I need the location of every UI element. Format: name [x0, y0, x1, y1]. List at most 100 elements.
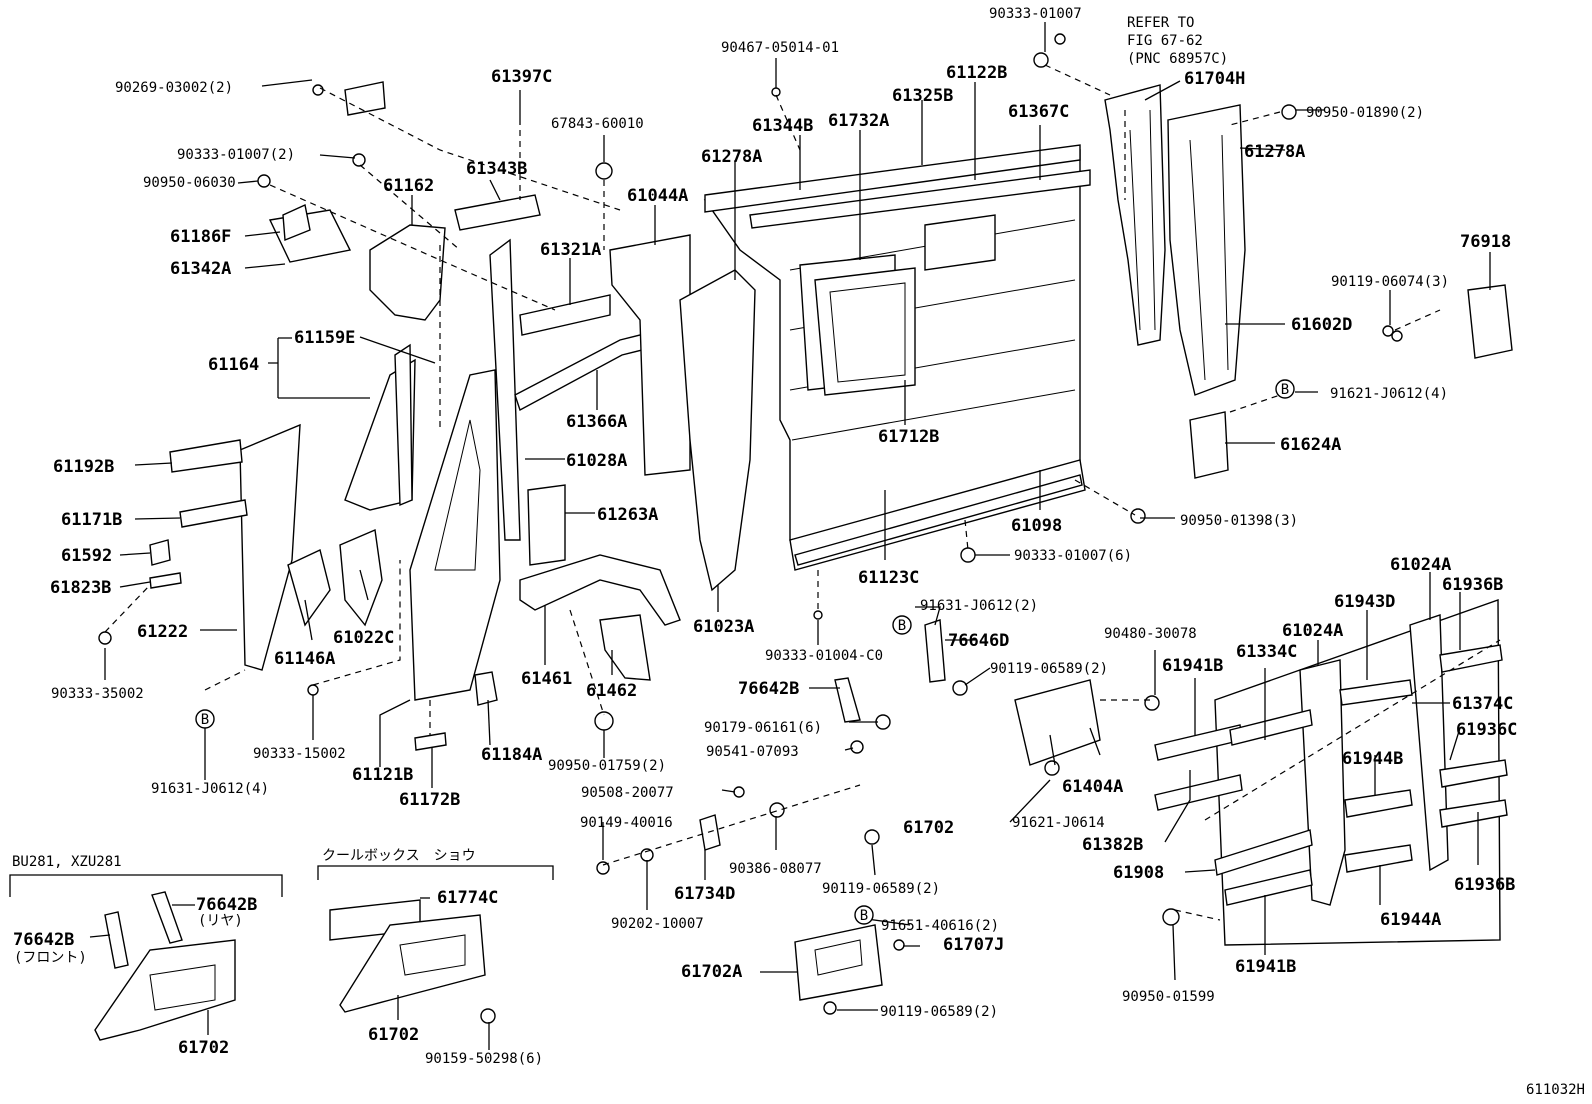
- part-number-label: 91621-J0614: [1012, 815, 1105, 831]
- part-number-label: 61222: [137, 622, 188, 642]
- inset-left-front-note: (フロント): [14, 950, 87, 966]
- part-number-label: 61943D: [1334, 592, 1395, 612]
- part-number-label: 61172B: [399, 790, 460, 810]
- part-number-label: 61278A: [1244, 142, 1305, 162]
- part-number-label: 61334C: [1236, 642, 1297, 662]
- part-number-label: 61624A: [1280, 435, 1341, 455]
- part-number-label: 91631-J0612(4): [151, 781, 269, 797]
- part-number-label: 90950-01890(2): [1306, 105, 1424, 121]
- refer-note-line-2: FIG 67-62: [1127, 33, 1203, 49]
- part-number-label: 61044A: [627, 186, 688, 206]
- marker-b-1: B: [1275, 379, 1295, 399]
- part-number-label: 90333-01007: [989, 6, 1082, 22]
- part-number-label: 90333-15002: [253, 746, 346, 762]
- part-number-label: 76918: [1460, 232, 1511, 252]
- part-number-label: 90508-20077: [581, 785, 674, 801]
- part-number-label: 76642B: [13, 930, 74, 950]
- side-panel-drawing: [703, 144, 1091, 571]
- part-number-label: 91651-40616(2): [881, 918, 999, 934]
- diagram-code: 611032H: [1526, 1082, 1585, 1098]
- part-number-label: 61944A: [1380, 910, 1441, 930]
- part-number-label: 61397C: [491, 67, 552, 87]
- part-number-label: 90386-08077: [729, 861, 822, 877]
- part-number-label: 61342A: [170, 259, 231, 279]
- part-number-label: 61164: [208, 355, 259, 375]
- marker-b-1-label: B: [1281, 382, 1289, 398]
- part-number-label: 61936B: [1454, 875, 1515, 895]
- part-number-label: 90269-03002(2): [115, 80, 233, 96]
- part-number-label: 61263A: [597, 505, 658, 525]
- part-number-label: 61462: [586, 681, 637, 701]
- part-number-label: 90950-01398(3): [1180, 513, 1298, 529]
- part-number-label: 76642B: [196, 895, 257, 915]
- part-number-label: 61192B: [53, 457, 114, 477]
- part-number-label: 91621-J0612(4): [1330, 386, 1448, 402]
- part-number-label: 61712B: [878, 427, 939, 447]
- part-number-label: 61382B: [1082, 835, 1143, 855]
- inset-drawings: [94, 891, 486, 1041]
- marker-b-4: B: [854, 905, 874, 925]
- part-number-label: 61146A: [274, 649, 335, 669]
- marker-b-4-label: B: [860, 908, 868, 924]
- part-number-label: 61024A: [1390, 555, 1451, 575]
- refer-note-line-3: (PNC 68957C): [1127, 51, 1228, 67]
- part-number-label: 61123C: [858, 568, 919, 588]
- part-number-label: 90333-35002: [51, 686, 144, 702]
- part-number-label: 90149-40016: [580, 815, 673, 831]
- part-drawings: [94, 33, 1513, 1041]
- part-labels: 90269-03002(2) 61397C 67843-60010 90467-050…: [13, 6, 1517, 1067]
- part-number-label: 61823B: [50, 578, 111, 598]
- part-number-label: 90950-06030: [143, 175, 236, 191]
- part-number-label: 61404A: [1062, 777, 1123, 797]
- part-number-label: 61278A: [701, 147, 762, 167]
- part-number-label: 61121B: [352, 765, 413, 785]
- refer-note: REFER TO FIG 67-62 (PNC 68957C): [1127, 15, 1228, 67]
- inset-left-rear-note: (リヤ): [198, 913, 243, 929]
- part-number-label: 61941B: [1162, 656, 1223, 676]
- part-number-label: 67843-60010: [551, 116, 644, 132]
- part-number-label: 90333-01007(2): [177, 147, 295, 163]
- part-number-label: 61936C: [1456, 720, 1517, 740]
- part-number-label: 61732A: [828, 111, 889, 131]
- front-panels-drawing: [149, 81, 756, 751]
- part-number-label: 61367C: [1008, 102, 1069, 122]
- part-number-label: 90950-01599: [1122, 989, 1215, 1005]
- inset-left-title: BU281, XZU281: [12, 854, 122, 870]
- part-number-label: 61702: [368, 1025, 419, 1045]
- marker-b-3-label: B: [201, 712, 209, 728]
- part-number-label: 90950-01759(2): [548, 758, 666, 774]
- part-number-label: 90159-50298(6): [425, 1051, 543, 1067]
- part-number-label: 90467-05014-01: [721, 40, 839, 56]
- part-number-label: 61366A: [566, 412, 627, 432]
- part-number-label: 90179-06161(6): [704, 720, 822, 736]
- part-number-label: 61162: [383, 176, 434, 196]
- part-number-label: 61184A: [481, 745, 542, 765]
- circle-markers: B B B B: [195, 379, 1295, 925]
- part-number-label: 61941B: [1235, 957, 1296, 977]
- fasteners-drawing: [98, 33, 1403, 1024]
- part-number-label: 90119-06589(2): [822, 881, 940, 897]
- assembly-lines: [104, 64, 1501, 921]
- part-number-label: 76642B: [738, 679, 799, 699]
- part-number-label: 61702: [178, 1038, 229, 1058]
- part-number-label: 61908: [1113, 863, 1164, 883]
- marker-b-2-label: B: [898, 618, 906, 634]
- part-number-label: 61702: [903, 818, 954, 838]
- leader-lines: [9, 22, 1491, 1050]
- part-number-label: 91631-J0612(2): [920, 598, 1038, 614]
- part-number-label: 61774C: [437, 888, 498, 908]
- part-number-label: 61936B: [1442, 575, 1503, 595]
- part-number-label: 90333-01007(6): [1014, 548, 1132, 564]
- part-number-label: 61098: [1011, 516, 1062, 536]
- part-number-label: 61707J: [943, 935, 1004, 955]
- part-number-label: 61122B: [946, 63, 1007, 83]
- part-number-label: 76646D: [948, 631, 1009, 651]
- refer-note-line-1: REFER TO: [1127, 15, 1194, 31]
- part-number-label: 61704H: [1184, 69, 1245, 89]
- part-number-label: 61159E: [294, 328, 355, 348]
- part-number-label: 61325B: [892, 86, 953, 106]
- part-number-label: 61702A: [681, 962, 742, 982]
- part-number-label: 90119-06074(3): [1331, 274, 1449, 290]
